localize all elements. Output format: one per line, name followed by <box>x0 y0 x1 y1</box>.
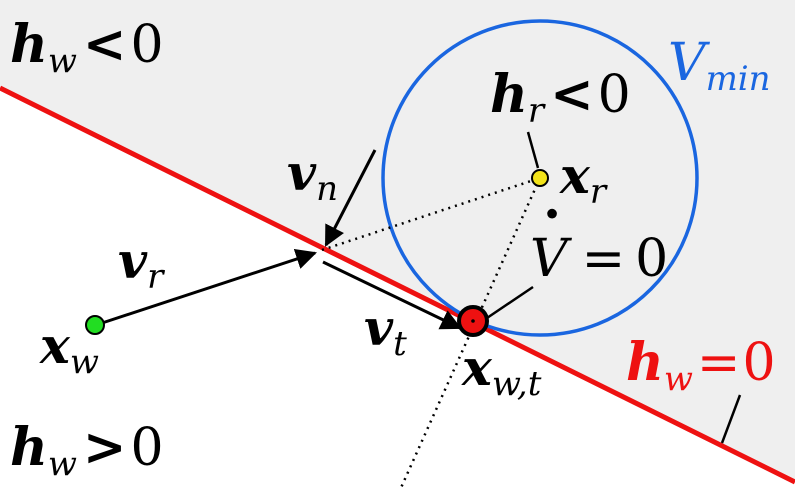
label-hw-negative: hw<0 <box>10 14 164 81</box>
label-hw-zero: hw=0 <box>626 332 776 399</box>
vector-vr <box>95 248 317 327</box>
leader-hw-zero <box>720 394 742 444</box>
label-hr-negative: hr<0 <box>490 64 631 131</box>
label-hw-positive: hw>0 <box>10 417 164 484</box>
label-xw: xw <box>39 316 99 382</box>
label-vdot-sym: V=0 <box>530 229 668 289</box>
label-xr: xr <box>559 146 608 212</box>
label-vmin: Vmin <box>668 33 771 99</box>
boundary-line <box>0 85 795 485</box>
target-point <box>85 315 105 335</box>
vector-vt <box>322 260 462 330</box>
robot-position-point <box>531 169 549 187</box>
label-vn: vn <box>287 143 338 209</box>
vector-vn <box>324 149 377 247</box>
label-vr: vr <box>118 231 165 297</box>
dotted-normal-line <box>398 177 542 491</box>
contact-point-center <box>471 319 475 323</box>
label-vdot-dot: · <box>543 184 561 245</box>
leader-hr <box>526 131 540 169</box>
leader-vdot <box>486 285 534 320</box>
vmin-circle <box>381 19 699 337</box>
label-xwt: xw,t <box>461 338 542 404</box>
label-vt: vt <box>364 298 407 364</box>
